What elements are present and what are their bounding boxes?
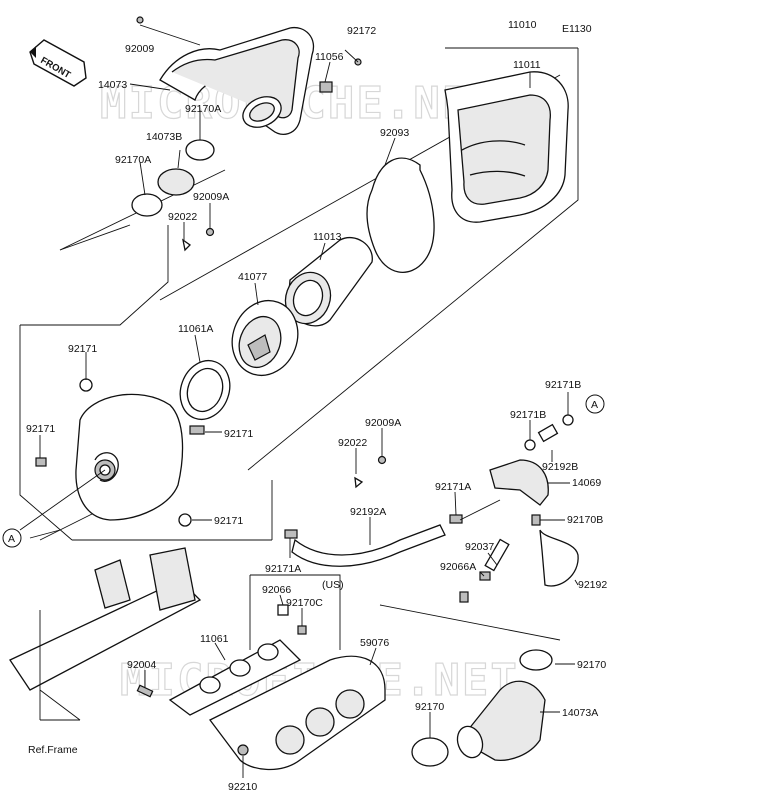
clamp-92170-1 bbox=[519, 649, 553, 671]
gasket-port-1 bbox=[199, 676, 221, 694]
label-92170B: 92170B bbox=[567, 514, 603, 526]
label-11061A: 11061A bbox=[178, 323, 213, 335]
hose-92192 bbox=[539, 529, 579, 587]
clip-92171A-2 bbox=[449, 514, 463, 524]
region-note-us: (US) bbox=[322, 579, 344, 591]
label-92171A-2: 92171A bbox=[265, 563, 301, 575]
label-92009A-2: 92009A bbox=[365, 417, 401, 429]
clip-92171-1 bbox=[79, 378, 93, 392]
callout-a-right: A bbox=[591, 399, 598, 411]
nut-92210 bbox=[237, 744, 249, 756]
label-11010: 11010 bbox=[508, 19, 537, 31]
frame-assembly bbox=[9, 547, 202, 721]
filter-11013 bbox=[284, 237, 373, 327]
label-59076: 59076 bbox=[360, 637, 389, 649]
label-92066: 92066 bbox=[262, 584, 291, 596]
bracket-11056 bbox=[319, 81, 333, 93]
hose-14073B bbox=[157, 168, 195, 196]
gasket-port-2 bbox=[229, 659, 251, 677]
clip-92066A bbox=[479, 571, 491, 581]
seal-92093 bbox=[366, 157, 435, 273]
label-92210: 92210 bbox=[228, 781, 257, 793]
part-labels: 92009 14073 11056 92172 11010 11011 9217… bbox=[26, 19, 607, 793]
label-41077: 41077 bbox=[238, 271, 267, 283]
label-92172: 92172 bbox=[347, 25, 376, 37]
elbow-14069 bbox=[489, 459, 549, 506]
label-14073B: 14073B bbox=[146, 131, 182, 143]
label-92022-1: 92022 bbox=[168, 211, 197, 223]
ring-11061A bbox=[179, 359, 231, 421]
label-14073A: 14073A bbox=[562, 707, 598, 719]
label-92009A-1: 92009A bbox=[193, 191, 229, 203]
label-92171-1: 92171 bbox=[68, 343, 97, 355]
label-92171B-2: 92171B bbox=[510, 409, 546, 421]
clamps-fasteners bbox=[35, 16, 387, 527]
clamp-92170B bbox=[531, 514, 541, 526]
label-11056: 11056 bbox=[315, 51, 344, 63]
label-92170-1: 92170 bbox=[577, 659, 606, 671]
bolt-92009A-2 bbox=[377, 455, 387, 465]
assembly-outline bbox=[19, 47, 579, 541]
clamp-92170-2 bbox=[411, 737, 449, 767]
label-92009: 92009 bbox=[125, 43, 154, 55]
breather-hoses: A bbox=[284, 394, 605, 603]
clip-92171-2 bbox=[35, 457, 47, 467]
front-arrow-icon: FRONT bbox=[29, 39, 87, 87]
clip-92171B-1 bbox=[562, 414, 574, 426]
label-11061: 11061 bbox=[200, 633, 229, 645]
washer-92022 bbox=[182, 238, 192, 252]
clip-92171B-2 bbox=[524, 439, 536, 451]
clamp-92170A-top bbox=[185, 139, 215, 161]
clip-92066A-2 bbox=[459, 591, 469, 603]
intake-manifold-59076 bbox=[136, 574, 386, 771]
label-92066A: 92066A bbox=[440, 561, 476, 573]
hose-92192B bbox=[537, 423, 559, 443]
label-92171-4: 92171 bbox=[214, 515, 243, 527]
label-92192B: 92192B bbox=[542, 461, 578, 473]
clip-92171-4 bbox=[178, 513, 192, 527]
clamp-92170C bbox=[297, 625, 307, 635]
duct-14073A bbox=[411, 649, 553, 767]
label-92171B-1: 92171B bbox=[545, 379, 581, 391]
bolt-92009-top bbox=[136, 16, 144, 24]
gasket-port-3 bbox=[257, 643, 279, 661]
label-14073: 14073 bbox=[98, 79, 127, 91]
air-duct-14073 bbox=[159, 26, 315, 135]
leader-lines bbox=[39, 24, 579, 778]
callout-a-right-icon bbox=[585, 394, 605, 414]
airbox-11011 bbox=[444, 71, 569, 223]
hose-92037 bbox=[484, 538, 510, 572]
label-92170A-1: 92170A bbox=[185, 103, 221, 115]
label-92170C: 92170C bbox=[286, 597, 323, 609]
cover-41077 bbox=[231, 300, 299, 376]
washer-92022-2 bbox=[354, 476, 364, 489]
stud-92004 bbox=[136, 684, 154, 698]
label-92192A: 92192A bbox=[350, 506, 386, 518]
bolt-92009A bbox=[205, 227, 215, 237]
label-ref-frame: Ref.Frame bbox=[28, 744, 78, 756]
label-14069: 14069 bbox=[572, 477, 601, 489]
hose-92192A bbox=[291, 524, 446, 567]
label-92093: 92093 bbox=[380, 127, 409, 139]
label-92170A-2: 92170A bbox=[115, 154, 151, 166]
clamp-92170A-lower bbox=[131, 193, 163, 217]
intake-housing bbox=[19, 393, 184, 531]
label-92037: 92037 bbox=[465, 541, 494, 553]
clip-92171-3 bbox=[189, 425, 205, 435]
label-92171-3: 92171 bbox=[224, 428, 253, 440]
callout-a-left: A bbox=[8, 533, 15, 545]
label-92170-2: 92170 bbox=[415, 701, 444, 713]
label-11013: 11013 bbox=[313, 231, 342, 243]
clip-92171A-1 bbox=[284, 529, 298, 539]
label-11011: 11011 bbox=[513, 59, 541, 71]
label-92192: 92192 bbox=[578, 579, 607, 591]
callout-a-left-icon bbox=[2, 528, 22, 548]
diagram-code: E1130 bbox=[562, 23, 592, 35]
label-92171A-1: 92171A bbox=[435, 481, 471, 493]
label-92022-2: 92022 bbox=[338, 437, 367, 449]
label-92171-2: 92171 bbox=[26, 423, 55, 435]
label-92004: 92004 bbox=[127, 659, 156, 671]
